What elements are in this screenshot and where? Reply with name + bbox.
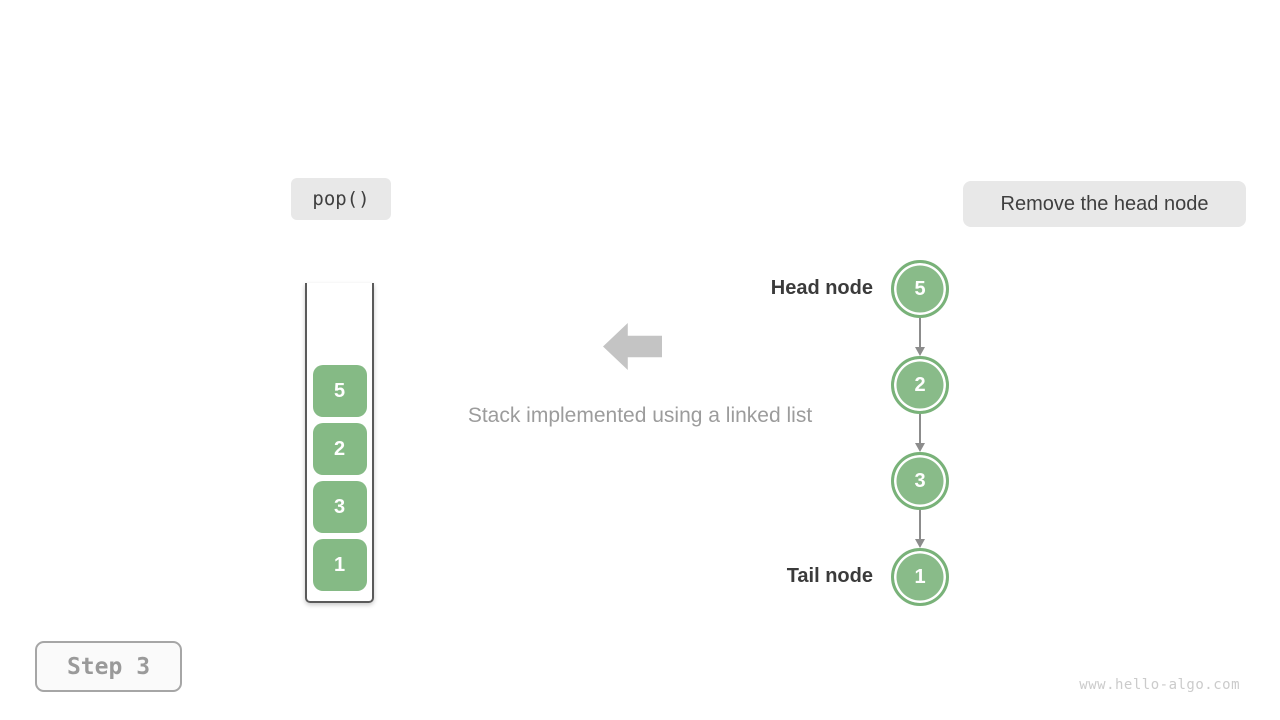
- remove-head-node-annotation: Remove the head node: [963, 181, 1246, 227]
- head-node-label: Head node: [770, 277, 873, 299]
- tail-node-label: Tail node: [786, 565, 873, 587]
- caption-text: Stack implemented using a linked list: [467, 404, 813, 427]
- pop-operation-label: pop(): [291, 178, 391, 220]
- arrow-line: [919, 510, 921, 541]
- stack-container: 5 2 3 1: [305, 283, 374, 603]
- stack-item: 3: [312, 481, 367, 533]
- stack-item: 2: [312, 423, 367, 475]
- list-node: 5: [891, 260, 949, 318]
- list-node: 3: [891, 452, 949, 510]
- watermark: www.hello-algo.com: [1079, 677, 1240, 693]
- list-node: 2: [891, 356, 949, 414]
- list-node: 1: [891, 548, 949, 606]
- left-block-arrow-icon: [603, 323, 662, 370]
- stack-item: 1: [312, 539, 367, 591]
- arrow-down-icon: [913, 318, 927, 356]
- arrow-head: [915, 443, 925, 452]
- step-badge: Step 3: [35, 641, 182, 692]
- arrow-head: [915, 347, 925, 356]
- stack-item: 5: [312, 365, 367, 417]
- arrow-line: [919, 318, 921, 349]
- arrow-down-icon: [913, 510, 927, 548]
- arrow-down-icon: [913, 414, 927, 452]
- arrow-line: [919, 414, 921, 445]
- linked-list: 5 2 3 1: [891, 260, 949, 606]
- arrow-head: [915, 539, 925, 548]
